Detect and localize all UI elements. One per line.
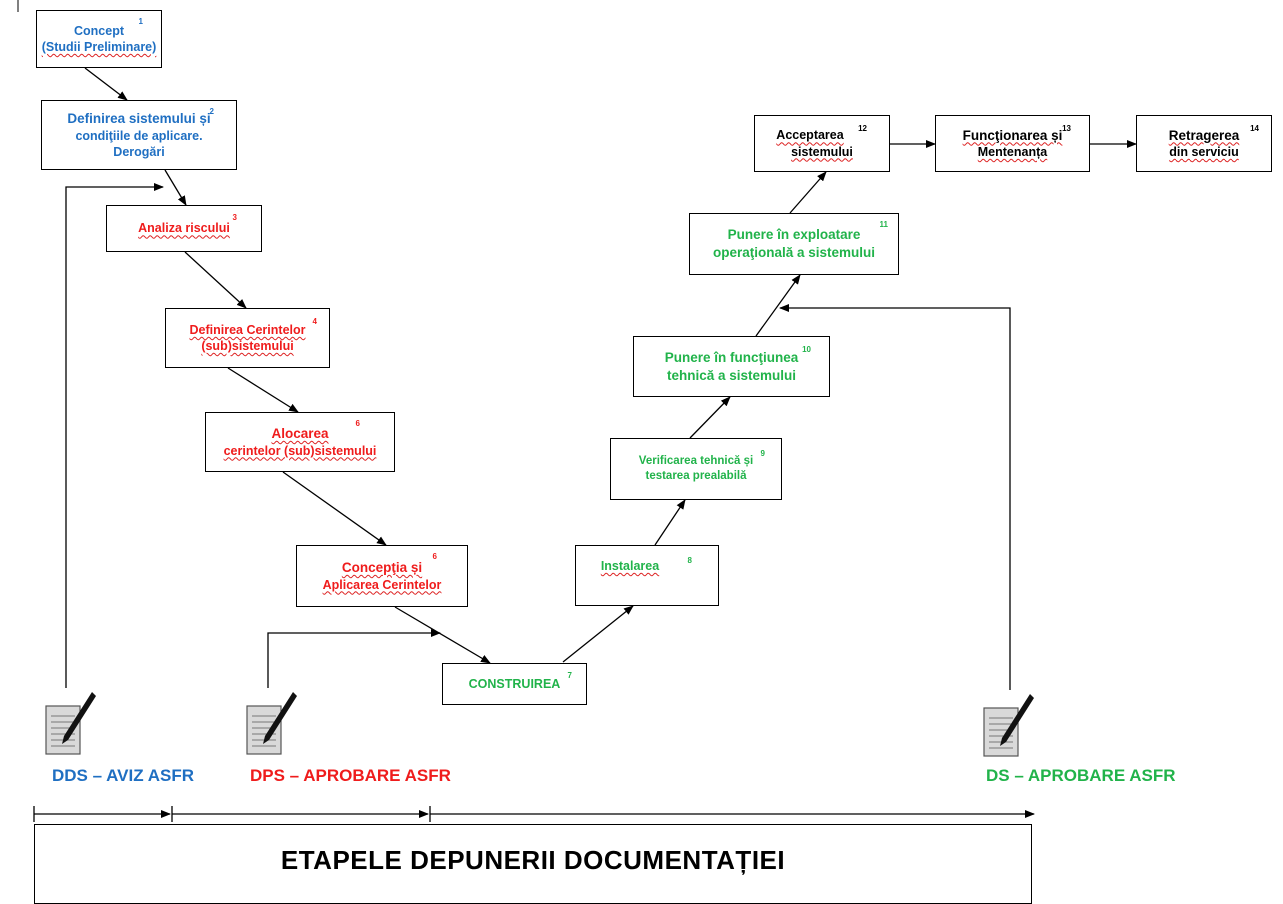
arrow-2-3	[164, 169, 187, 206]
arrow-3-4	[184, 251, 247, 309]
step-number: 7	[567, 671, 572, 680]
stage-label-dds: DDS – AVIZ ASFR	[52, 766, 194, 785]
arrow-5-6	[282, 471, 387, 546]
stage-label-ds: DS – APROBARE ASFR	[986, 766, 1176, 785]
step-label: Punere în exploatare	[727, 227, 861, 243]
document-pen-icon	[246, 692, 297, 755]
arrow-6-7	[394, 606, 491, 664]
step-label: Definirea sistemului și	[67, 110, 211, 126]
step-installation: 8 Instalarea	[575, 545, 719, 606]
step-number: 4	[312, 317, 317, 326]
step-label: Aplicarea Cerintelor	[322, 577, 442, 592]
step-label: Definirea Cerintelor	[189, 322, 306, 337]
step-label: cerintelor (sub)sistemului	[223, 443, 377, 458]
document-pen-icon	[45, 692, 96, 755]
step-number: 6	[432, 552, 437, 561]
step-number: 11	[879, 220, 888, 229]
step-requirements-allocation: 6 Alocarea cerintelor (sub)sistemului	[205, 412, 395, 472]
step-label: Mentenanța	[977, 145, 1048, 160]
step-label: condiţiile de aplicare.	[75, 128, 203, 143]
step-label: testarea prealabilă	[645, 470, 747, 482]
feedback-dps	[267, 629, 441, 688]
step-label: din serviciu	[1169, 145, 1239, 160]
step-label: Analiza riscului	[138, 221, 230, 236]
step-system-acceptance: 12 Acceptarea sistemului	[754, 115, 890, 172]
step-technical-verification: 9 Verificarea tehnică și testarea preala…	[610, 438, 782, 500]
step-label: Instalarea	[600, 559, 660, 573]
banner-title-box: ETAPELE DEPUNERII DOCUMENTAȚIEI	[34, 824, 1032, 904]
step-requirements-definition: 4 Definirea Cerintelor (sub)sistemului	[165, 308, 330, 368]
step-label: Concepţia și	[341, 560, 423, 576]
step-system-definition: 2 Definirea sistemului și condiţiile de …	[41, 100, 237, 170]
step-label: Acceptarea	[776, 128, 844, 143]
arrow-8-9	[654, 499, 686, 546]
step-label: Verificarea tehnică și	[638, 455, 754, 468]
step-number: 10	[802, 345, 811, 354]
step-label: sistemului	[791, 144, 853, 159]
step-number: 8	[687, 556, 692, 565]
stage-label-dps: DPS – APROBARE ASFR	[250, 766, 451, 785]
step-number: 6	[355, 419, 360, 428]
step-label: Concept	[74, 23, 124, 38]
arrow-7-8	[562, 605, 634, 663]
step-concept: 1 Concept (Studii Preliminare)	[36, 10, 162, 68]
step-operation-maintenance: 13 Funcţionarea și Mentenanța	[935, 115, 1090, 172]
step-number: 2	[209, 107, 214, 116]
step-number: 13	[1062, 124, 1071, 133]
arrow-9-10	[689, 396, 731, 439]
step-design-application: 6 Concepţia și Aplicarea Cerintelor	[296, 545, 468, 607]
arrow-11-12	[789, 171, 827, 214]
step-label: Alocarea	[271, 426, 329, 442]
step-label: (Studii Preliminare)	[41, 40, 157, 54]
banner-title: ETAPELE DEPUNERII DOCUMENTAȚIEI	[280, 845, 786, 875]
step-label: CONSTRUIREA	[468, 676, 561, 691]
step-number: 3	[232, 213, 237, 222]
step-number: 12	[858, 124, 867, 133]
step-label: Retragerea	[1168, 127, 1240, 143]
arrow-10-11	[755, 274, 801, 337]
step-operational-commissioning: 11 Punere în exploatare operaţională a s…	[689, 213, 899, 275]
step-decommissioning: 14 Retragerea din serviciu	[1136, 115, 1272, 172]
document-pen-icon	[983, 694, 1034, 757]
step-label: tehnică a sistemului	[666, 367, 797, 383]
step-label: Funcţionarea și	[962, 127, 1063, 143]
step-number: 14	[1250, 124, 1259, 133]
step-number: 1	[138, 17, 143, 26]
arrow-4-5	[227, 367, 299, 413]
step-label: (sub)sistemului	[201, 339, 294, 353]
feedback-ds	[779, 304, 1011, 690]
step-label: Derogări	[113, 144, 165, 159]
step-label: Punere în funcţiunea	[664, 349, 799, 365]
feedback-dds	[65, 183, 164, 688]
step-risk-analysis: 3 Analiza riscului	[106, 205, 262, 252]
step-technical-commissioning: 10 Punere în funcţiunea tehnică a sistem…	[633, 336, 830, 397]
step-construction: 7 CONSTRUIREA	[442, 663, 587, 705]
step-label: operaţională a sistemului	[712, 245, 876, 260]
step-number: 9	[760, 449, 765, 458]
arrow-1-2	[84, 67, 128, 101]
